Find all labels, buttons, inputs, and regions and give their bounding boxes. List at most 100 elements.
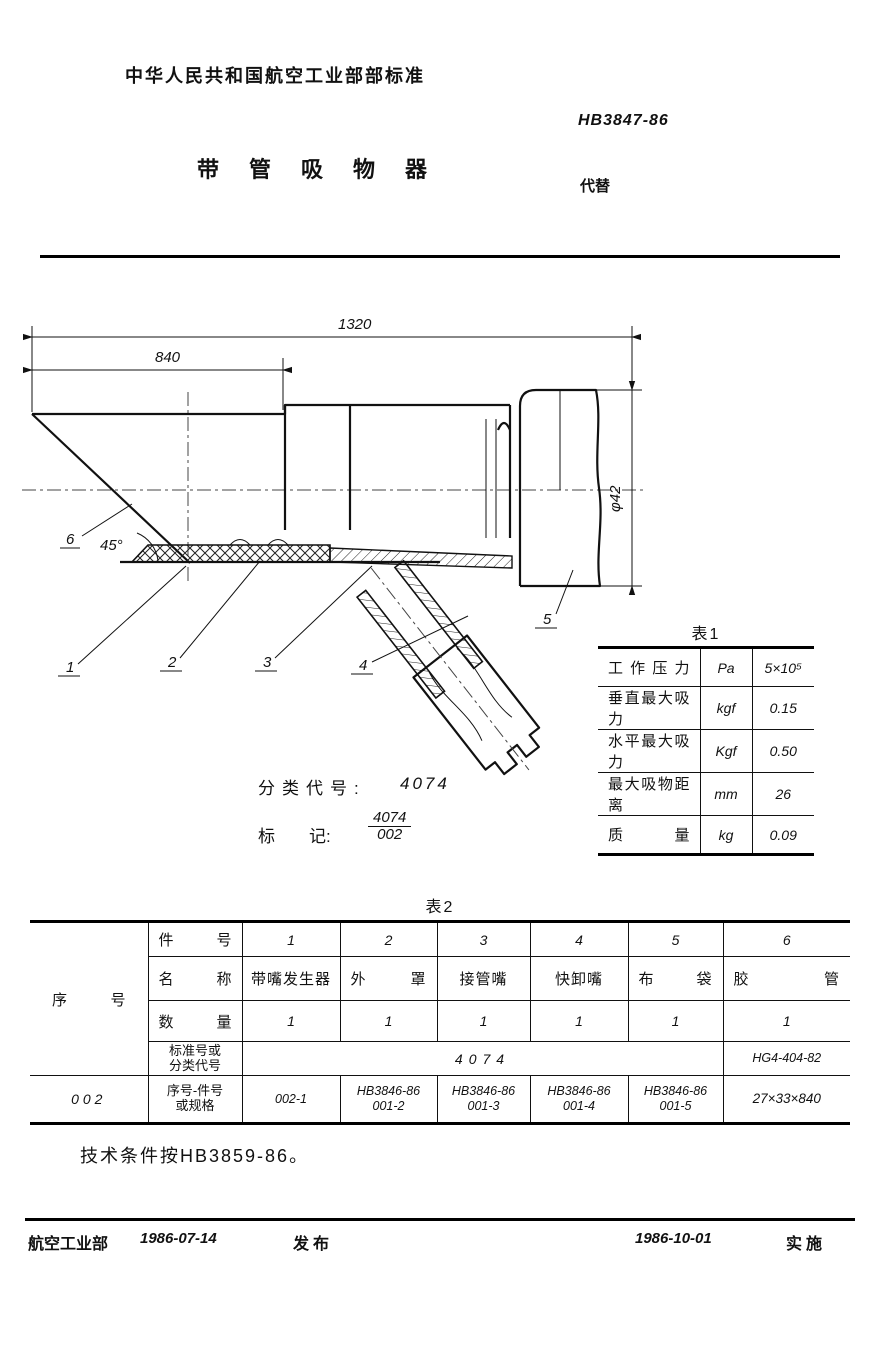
- t2-spec-1: 002-1: [241, 1075, 341, 1125]
- t1-name-1: 垂直最大吸力: [598, 686, 701, 730]
- body-outline: [31, 388, 602, 588]
- t2-name-6: 胶管: [722, 956, 850, 1001]
- t2-row-partno: 序号 件号 1 2 3 4 5 6: [30, 920, 850, 1076]
- t1-unit-4: kg: [699, 815, 753, 856]
- t1-name-0: 工作压力: [598, 646, 701, 687]
- t2-std-6: HG4-404-82: [722, 1041, 850, 1076]
- parts-table: 序号 件号 1 2 3 4 5 6 名称 带嘴发生器 外罩 接管嘴 快卸嘴 布袋…: [30, 920, 850, 1125]
- t2-spec-4: HB3846-86 001-4: [529, 1075, 629, 1125]
- footer-impl-label: 实施: [786, 1236, 827, 1253]
- t2-std-merged: 4074: [241, 1041, 724, 1076]
- t2-spec-5-line2: 001-5: [659, 1099, 692, 1113]
- t1-name-2: 水平最大吸力: [598, 729, 701, 773]
- t2-serial: 002: [30, 1075, 149, 1125]
- t2-spec-3-line1: HB3846-86: [451, 1084, 516, 1098]
- t2-partno-2: 2: [339, 920, 438, 957]
- t2-partno-1: 1: [241, 920, 341, 957]
- t2-partno-4: 4: [529, 920, 629, 957]
- class-code-value: 4074: [400, 774, 450, 793]
- t2-spec-2-line2: 001-2: [372, 1099, 405, 1113]
- t2-spec-3-line2: 001-3: [467, 1099, 500, 1113]
- t2-spec-4-line2: 001-4: [563, 1099, 595, 1113]
- t2-spec-5: HB3846-86 001-5: [627, 1075, 724, 1125]
- t1-value-0: 5×10⁵: [751, 646, 814, 687]
- t2-qty-1: 1: [241, 1000, 341, 1042]
- t1-unit-1: kgf: [699, 686, 753, 730]
- t2-spec-1-line1: 002-1: [275, 1091, 307, 1106]
- marking-fraction: 4074 002: [368, 810, 412, 843]
- dim-dia-text: φ42: [607, 485, 624, 512]
- t2-spec-3: HB3846-86 001-3: [436, 1075, 531, 1125]
- callout-1: 1: [66, 659, 74, 676]
- technical-drawing: 1320 840: [22, 316, 645, 776]
- t2-partno-3: 3: [436, 920, 531, 957]
- footer-impl-date: 1986-10-01: [635, 1230, 712, 1247]
- callout-3: 3: [263, 654, 272, 671]
- t2-corner-label: 序号: [30, 920, 149, 1076]
- t2-name-3: 接管嘴: [436, 956, 531, 1001]
- document-title: 带管吸物器: [197, 157, 458, 182]
- t2-partno-5: 5: [627, 920, 724, 957]
- callout-6: 6: [66, 531, 75, 548]
- callout-2: 2: [167, 654, 177, 671]
- t2-name-4: 快卸嘴: [529, 956, 629, 1001]
- t2-name-2: 外罩: [339, 956, 438, 1001]
- t2-spec-4-line1: HB3846-86: [547, 1084, 611, 1098]
- table1-title: 表1: [691, 626, 721, 643]
- t1-row-horiz-suction: 水平最大吸力 Kgf 0.50: [598, 729, 814, 773]
- nozzle-assembly: [355, 559, 541, 776]
- t2-name-1: 带嘴发生器: [241, 956, 341, 1001]
- t1-value-3: 26: [751, 772, 814, 816]
- callout-4: 4: [359, 657, 367, 674]
- t2-qty-2: 1: [339, 1000, 438, 1042]
- t2-label-spec-line2: 或规格: [175, 1098, 215, 1113]
- t2-row-standard: 标准号或 分类代号 4074 HG4-404-82: [30, 1041, 850, 1076]
- dimension-dia42: φ42: [592, 381, 642, 595]
- t1-unit-2: Kgf: [699, 729, 753, 773]
- t2-spec-6: 27×33×840: [722, 1075, 850, 1125]
- t2-row-spec: 002 序号-件号 或规格 002-1 HB3846-86 001-2 HB38…: [30, 1075, 850, 1125]
- dimension-1320: 1320: [22, 316, 641, 412]
- standard-number: HB3847-86: [578, 112, 669, 129]
- t2-label-standard-line2: 分类代号: [168, 1057, 221, 1073]
- standard-org-title: 中华人民共和国航空工业部部标准: [125, 66, 425, 86]
- footer-release-date: 1986-07-14: [140, 1230, 217, 1247]
- t2-label-qty: 数量: [148, 1000, 243, 1042]
- t2-spec-2-line1: HB3846-86: [356, 1084, 421, 1098]
- t1-value-2: 0.50: [751, 729, 814, 773]
- part-callouts: 6 1 2 3 4 5: [58, 503, 574, 677]
- footer-rule: [25, 1218, 855, 1221]
- t1-name-4: 质量: [598, 815, 701, 856]
- t1-value-1: 0.15: [751, 686, 814, 730]
- t1-unit-0: Pa: [699, 646, 753, 687]
- t1-name-3: 最大吸物距离: [598, 772, 701, 816]
- t1-row-mass: 质量 kg 0.09: [598, 815, 814, 856]
- t2-label-standard: 标准号或 分类代号: [148, 1041, 243, 1076]
- footer-release-label: 发布: [293, 1236, 334, 1253]
- t2-spec-6-line1: 27×33×840: [752, 1090, 821, 1106]
- t1-unit-3: mm: [699, 772, 753, 816]
- marking-label: 标 记:: [258, 827, 331, 846]
- t1-row-distance: 最大吸物距离 mm 26: [598, 772, 814, 816]
- t2-qty-4: 1: [529, 1000, 629, 1042]
- t1-row-vert-suction: 垂直最大吸力 kgf 0.15: [598, 686, 814, 730]
- t2-partno-6: 6: [722, 920, 850, 957]
- t2-label-spec-line1: 序号-件号: [166, 1083, 224, 1099]
- t2-spec-2: HB3846-86 001-2: [339, 1075, 438, 1125]
- t2-spec-5-line1: HB3846-86: [643, 1084, 708, 1098]
- angle-annotation: 45°: [100, 532, 159, 562]
- footer-issuer: 航空工业部: [28, 1236, 109, 1253]
- t2-name-5: 布袋: [627, 956, 724, 1001]
- t2-label-standard-line1: 标准号或: [168, 1042, 221, 1058]
- t2-qty-5: 1: [627, 1000, 724, 1042]
- hose-section: [120, 539, 513, 569]
- angle-text: 45°: [100, 537, 123, 554]
- header-rule: [40, 255, 840, 258]
- marking-denominator: 002: [377, 825, 403, 843]
- dim-total-text: 1320: [338, 316, 372, 333]
- t2-row-name: 名称 带嘴发生器 外罩 接管嘴 快卸嘴 布袋 胶管: [30, 956, 850, 1001]
- spec-table: 工作压力 Pa 5×10⁵ 垂直最大吸力 kgf 0.15 水平最大吸力 Kgf…: [598, 646, 814, 856]
- dimension-840: 840: [22, 349, 292, 410]
- dim-front-text: 840: [155, 349, 181, 366]
- t2-label-partno: 件号: [147, 920, 243, 957]
